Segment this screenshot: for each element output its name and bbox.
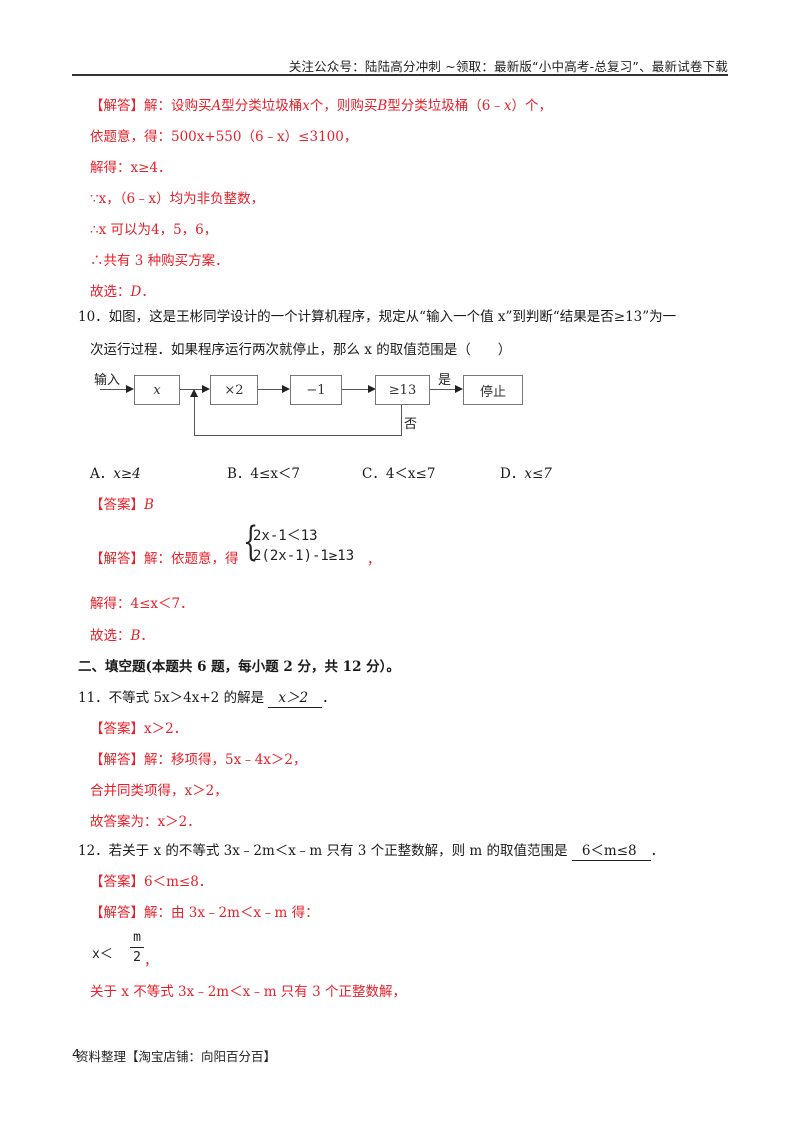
q9-solution-line4: ∵x，（6﹣x）均为非负整数， [90,191,265,207]
page-number: 4 [72,1046,80,1061]
q10-option-d: D．x≤7 [500,466,552,482]
flowchart-yes-label: 是 [438,373,452,388]
flowchart-box-minus1: −1 [290,375,342,405]
system-line1: 2x-1＜13 [253,528,318,544]
q10-option-b: B．4≤x＜7 [227,466,301,482]
q9-solution-line3: 解得：x≥4． [90,160,172,176]
system-brace: { [243,519,259,565]
header-rule [72,74,728,76]
q10-solution: 【解答】解：依题意，得 [90,551,239,567]
solution-tag: 【解答】 [90,98,144,114]
q11-answer: 【答案】x＞2． [90,721,188,737]
q11-blank: x＞2 [268,689,323,708]
q9-solution-line1: 【解答】解：设购买A型分类垃圾桶x个，则购买B型分类垃圾桶（6﹣x）个， [90,98,553,114]
q11-step2: 合并同类项得，x＞2， [90,783,228,799]
arrow-right-icon [368,385,376,393]
flowchart-box-stop: 停止 [463,375,523,405]
q12-answer: 【答案】6＜m≤8． [90,874,213,890]
flow-line [258,389,284,390]
section-title: 二、填空题(本题共 6 题，每小题 2 分，共 12 分）。 [78,659,400,675]
arrow-right-icon [126,385,134,393]
q10-solved: 解得：4≤x＜7． [90,596,194,612]
flowchart-no-label: 否 [404,417,418,432]
q9-solution-line5: ∴x 可以为4，5，6， [90,222,218,238]
q12-stem: 12．若关于 x 的不等式 3x﹣2m＜x﹣m 只有 3 个正整数解，则 m 的… [78,842,665,861]
flowchart-box-x: x [134,375,180,405]
arrow-right-icon [455,385,463,393]
frac-bar [130,947,144,948]
flowchart-input-label: 输入 [94,373,121,388]
q12-blank: 6＜m≤8 [571,842,651,861]
q12-solution: 【解答】解：由 3x﹣2m＜x﹣m 得： [90,905,319,921]
q10-option-a: A．x≥4 [90,466,141,482]
q9-solution-line2: 依题意，得：500x+550（6﹣x）≤3100， [90,129,358,145]
arrow-up-icon [190,389,198,397]
q10-stem-line2: 次运行过程．如果程序运行两次就停止，那么 x 的取值范围是（ ） [90,342,512,358]
flowchart-box-times2: ×2 [210,375,258,405]
page-header: 关注公众号：陆陆高分冲刺 ~领取：最新版“小中高考-总复习”、最新试卷下载 [288,59,728,74]
system-end: ， [367,552,381,568]
arrow-right-icon [282,385,290,393]
q9-solution-line7: 故选：D． [90,284,155,300]
flow-line [430,389,456,390]
q11-solution: 【解答】解：移项得，5x﹣4x＞2， [90,752,307,768]
q10-choose: 故选：B． [90,628,154,644]
q10-stem-line1: 10．如图，这是王彬同学设计的一个计算机程序，规定从“输入一个值 x”到判断“结… [78,309,677,325]
q9-solution-line6: ∴共有 3 种购买方案． [90,253,229,269]
frac-numerator: m [133,930,141,945]
frac-denominator: 2 [133,950,141,965]
q11-final: 故答案为：x＞2． [90,814,201,830]
frac-end: ， [144,953,158,969]
flow-line [100,389,128,390]
flowchart-box-check: ≥13 [375,375,430,405]
flow-line [342,389,370,390]
q12-step2: 关于 x 不等式 3x﹣2m＜x﹣m 只有 3 个正整数解， [90,984,406,1000]
arrow-right-icon [202,385,210,393]
system-line2: 2(2x-1)-1≥13 [253,548,355,564]
q10-option-c: C．4＜x≤7 [362,466,436,482]
q9-answer: D [130,284,142,300]
frac-lhs: x＜ [92,947,113,962]
flow-line [401,405,402,435]
q11-stem: 11．不等式 5x＞4x+2 的解是 x＞2． [78,689,336,708]
flow-line [194,393,195,435]
q10-answer: 【答案】B [90,497,154,513]
flow-line [194,435,402,436]
